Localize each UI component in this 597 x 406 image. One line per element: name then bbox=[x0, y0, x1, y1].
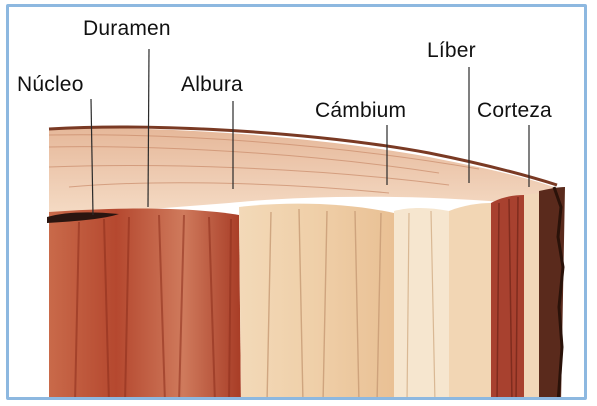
label-liber: Líber bbox=[427, 39, 476, 62]
outer-light-band bbox=[524, 193, 539, 400]
label-duramen: Duramen bbox=[83, 17, 171, 40]
cambium-region bbox=[394, 208, 449, 400]
label-albura: Albura bbox=[181, 73, 243, 96]
label-cambium: Cámbium bbox=[315, 99, 406, 122]
wood-cross-section-illustration: Núcleo Duramen Albura Cámbium Líber Cort… bbox=[9, 7, 587, 400]
label-corteza: Corteza bbox=[477, 99, 552, 122]
diagram-frame: Núcleo Duramen Albura Cámbium Líber Cort… bbox=[6, 4, 587, 400]
inner-bark-light bbox=[449, 203, 491, 400]
label-nucleo: Núcleo bbox=[17, 73, 84, 96]
phloem-region bbox=[491, 195, 524, 400]
sapwood-region bbox=[239, 204, 394, 400]
